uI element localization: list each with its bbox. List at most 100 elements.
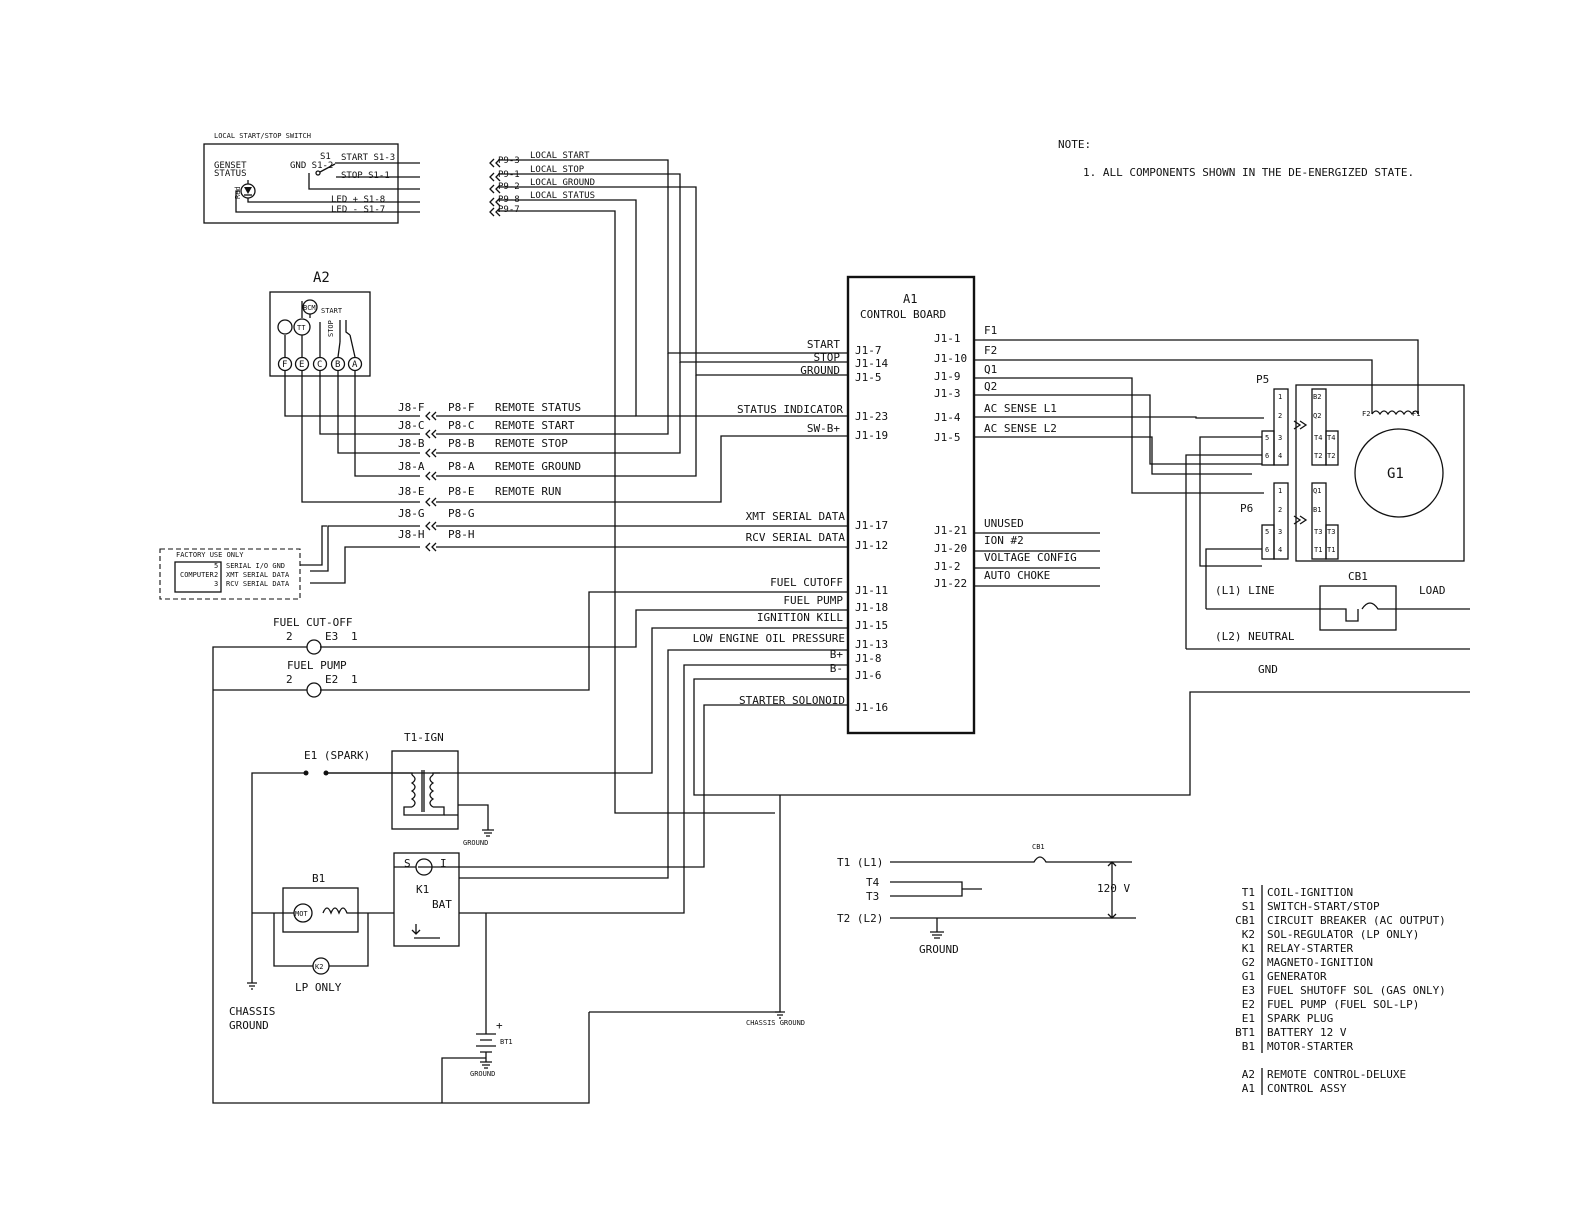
cb1-box [1319,585,1397,631]
sig-f1: F1 [984,324,997,337]
legend-desc-a2: REMOTE CONTROL-DELUXE [1267,1068,1406,1081]
bcm-label: BCM [303,304,316,312]
sig-low-oil: LOW ENGINE OIL PRESSURE [693,632,845,645]
term-t1-b: T1 [1327,546,1335,554]
cb1-label: CB1 [1348,570,1368,583]
legend-ref-e1: E1 [1242,1012,1255,1025]
factory-use-only: FACTORY USE ONLY COMPUTER 5 SERIAL I/O G… [159,548,301,600]
red-led-label: Red [234,186,242,199]
spark-label: E1 (SPARK) [304,749,370,762]
pin-j1-14: J1-14 [855,357,888,370]
term-b2: B2 [1313,393,1321,401]
remote-ground: REMOTE GROUND [495,460,581,473]
p5-label: P5 [1256,373,1269,386]
a2-terminal-e: E [299,360,304,370]
term-b1: B1 [1313,506,1321,514]
p8-h: P8-H [448,528,475,541]
fuel-pump-title: FUEL PUMP [287,659,347,672]
p9-pin-1: P9-3 [498,156,520,166]
p6-pin-6: 6 [1265,546,1269,554]
a1-control-board: A1 CONTROL BOARD START J1-7 STOP J1-14 G… [320,275,1470,914]
sig-q1: Q1 [984,363,997,376]
e2-pump-icon [306,682,322,698]
remote-stop: REMOTE STOP [495,437,568,450]
p8-g: P8-G [448,507,475,520]
p9-connector: P9-3 LOCAL START P9-1 LOCAL STOP P9-2 LO… [489,151,595,217]
legend-desc-bt1: BATTERY 12 V [1267,1026,1347,1039]
led-icon [240,183,256,199]
computer-label: COMPUTER [180,571,215,579]
b1-box [282,887,359,933]
chassis-label-2: GROUND [229,1019,269,1032]
tt-label: TT [297,324,306,332]
sig-ion-2: ION #2 [984,534,1024,547]
led-plus-label: LED + S1-8 [331,195,385,205]
pin-j1-15: J1-15 [855,619,888,632]
status-label: STATUS [214,169,247,179]
factory-box [159,548,301,600]
g1-box [1295,384,1465,562]
a2-title: A2 [313,270,330,286]
legend-ref-k1: K1 [1242,942,1255,955]
j8-g: J8-G [398,507,425,520]
legend-ref-e2: E2 [1242,998,1255,1011]
p5-pin-4: 4 [1278,452,1282,460]
g1-circle [1354,428,1444,518]
legend-ref-b1: B1 [1242,1040,1255,1053]
a2-terminal-f: F [282,360,287,370]
p9-pin-5: P9-7 [498,205,520,215]
sig-voltage-config: VOLTAGE CONFIG [984,551,1077,564]
legend-desc-k1: RELAY-STARTER [1267,942,1353,955]
pin-j1-11: J1-11 [855,584,888,597]
pin-j1-8: J1-8 [855,652,882,665]
j8-f: J8-F [398,401,425,414]
sig-b-plus: B+ [830,648,844,661]
sig-sw-b-plus: SW-B+ [807,422,840,435]
e3-left-pin: 2 [286,630,293,643]
a1-subtitle: CONTROL BOARD [860,308,946,321]
pin-j1-3: J1-3 [934,387,961,400]
p8-b: P8-B [448,437,475,450]
legend-desc-g2: MAGNETO-IGNITION [1267,956,1373,969]
term-t4-a: T4 [1314,434,1322,442]
legend-desc-e2: FUEL PUMP (FUEL SOL-LP) [1267,998,1419,1011]
remote-status: REMOTE STATUS [495,401,581,414]
neutral-label: (L2) NEUTRAL [1215,630,1295,643]
out-volt-label: 120 V [1097,882,1130,895]
e3-right-pin: 1 [351,630,358,643]
sig-ignition-kill: IGNITION KILL [757,611,843,624]
sig-f2: F2 [984,344,997,357]
factory-line-3: RCV SERIAL DATA [226,580,290,588]
pin-j1-21: J1-21 [934,524,967,537]
legend-ref-bt1: BT1 [1235,1026,1255,1039]
sig-ac-sense-l2: AC SENSE L2 [984,422,1057,435]
note-block: NOTE: 1. ALL COMPONENTS SHOWN IN THE DE-… [1058,138,1414,179]
pin-j1-5-right: J1-5 [934,431,961,444]
sig-starter-solonoid: STARTER SOLONOID [739,694,845,707]
sig-fuel-pump: FUEL PUMP [783,594,843,607]
p9-label-4: LOCAL STATUS [530,191,595,201]
a2-stop-label: STOP [327,320,335,337]
factory-n-1: 5 [214,562,218,570]
legend-ref-g2: G2 [1242,956,1255,969]
term-t4-b: T4 [1327,434,1335,442]
k1-box [393,852,460,947]
pin-j1-6: J1-6 [855,669,882,682]
factory-n-2: 2 [214,571,218,579]
j8-a: J8-A [398,460,425,473]
generator-section: P5 P6 1 2 5 3 6 4 1 2 5 3 6 4 B2 Q2 T4 T… [1185,373,1470,676]
a2-terminal-c: C [317,360,322,370]
t1-ign-label: T1-IGN [404,731,444,744]
remote-connector: J8-F P8-F REMOTE STATUS J8-C P8-C REMOTE… [300,353,848,584]
factory-line-1: SERIAL I/O GND [226,562,285,570]
start-label: START S1-3 [341,153,395,163]
pin-j1-13: J1-13 [855,638,888,651]
factory-n-3: 3 [214,580,218,588]
pin-j1-5-left: J1-5 [855,371,882,384]
pin-j1-18: J1-18 [855,601,888,614]
legend-ref-e3: E3 [1242,984,1255,997]
out-t3-label: T3 [866,890,879,903]
sig-fuel-cutoff: FUEL CUTOFF [770,576,843,589]
k1-label: K1 [416,883,429,896]
p5-pin-2: 2 [1278,412,1282,420]
